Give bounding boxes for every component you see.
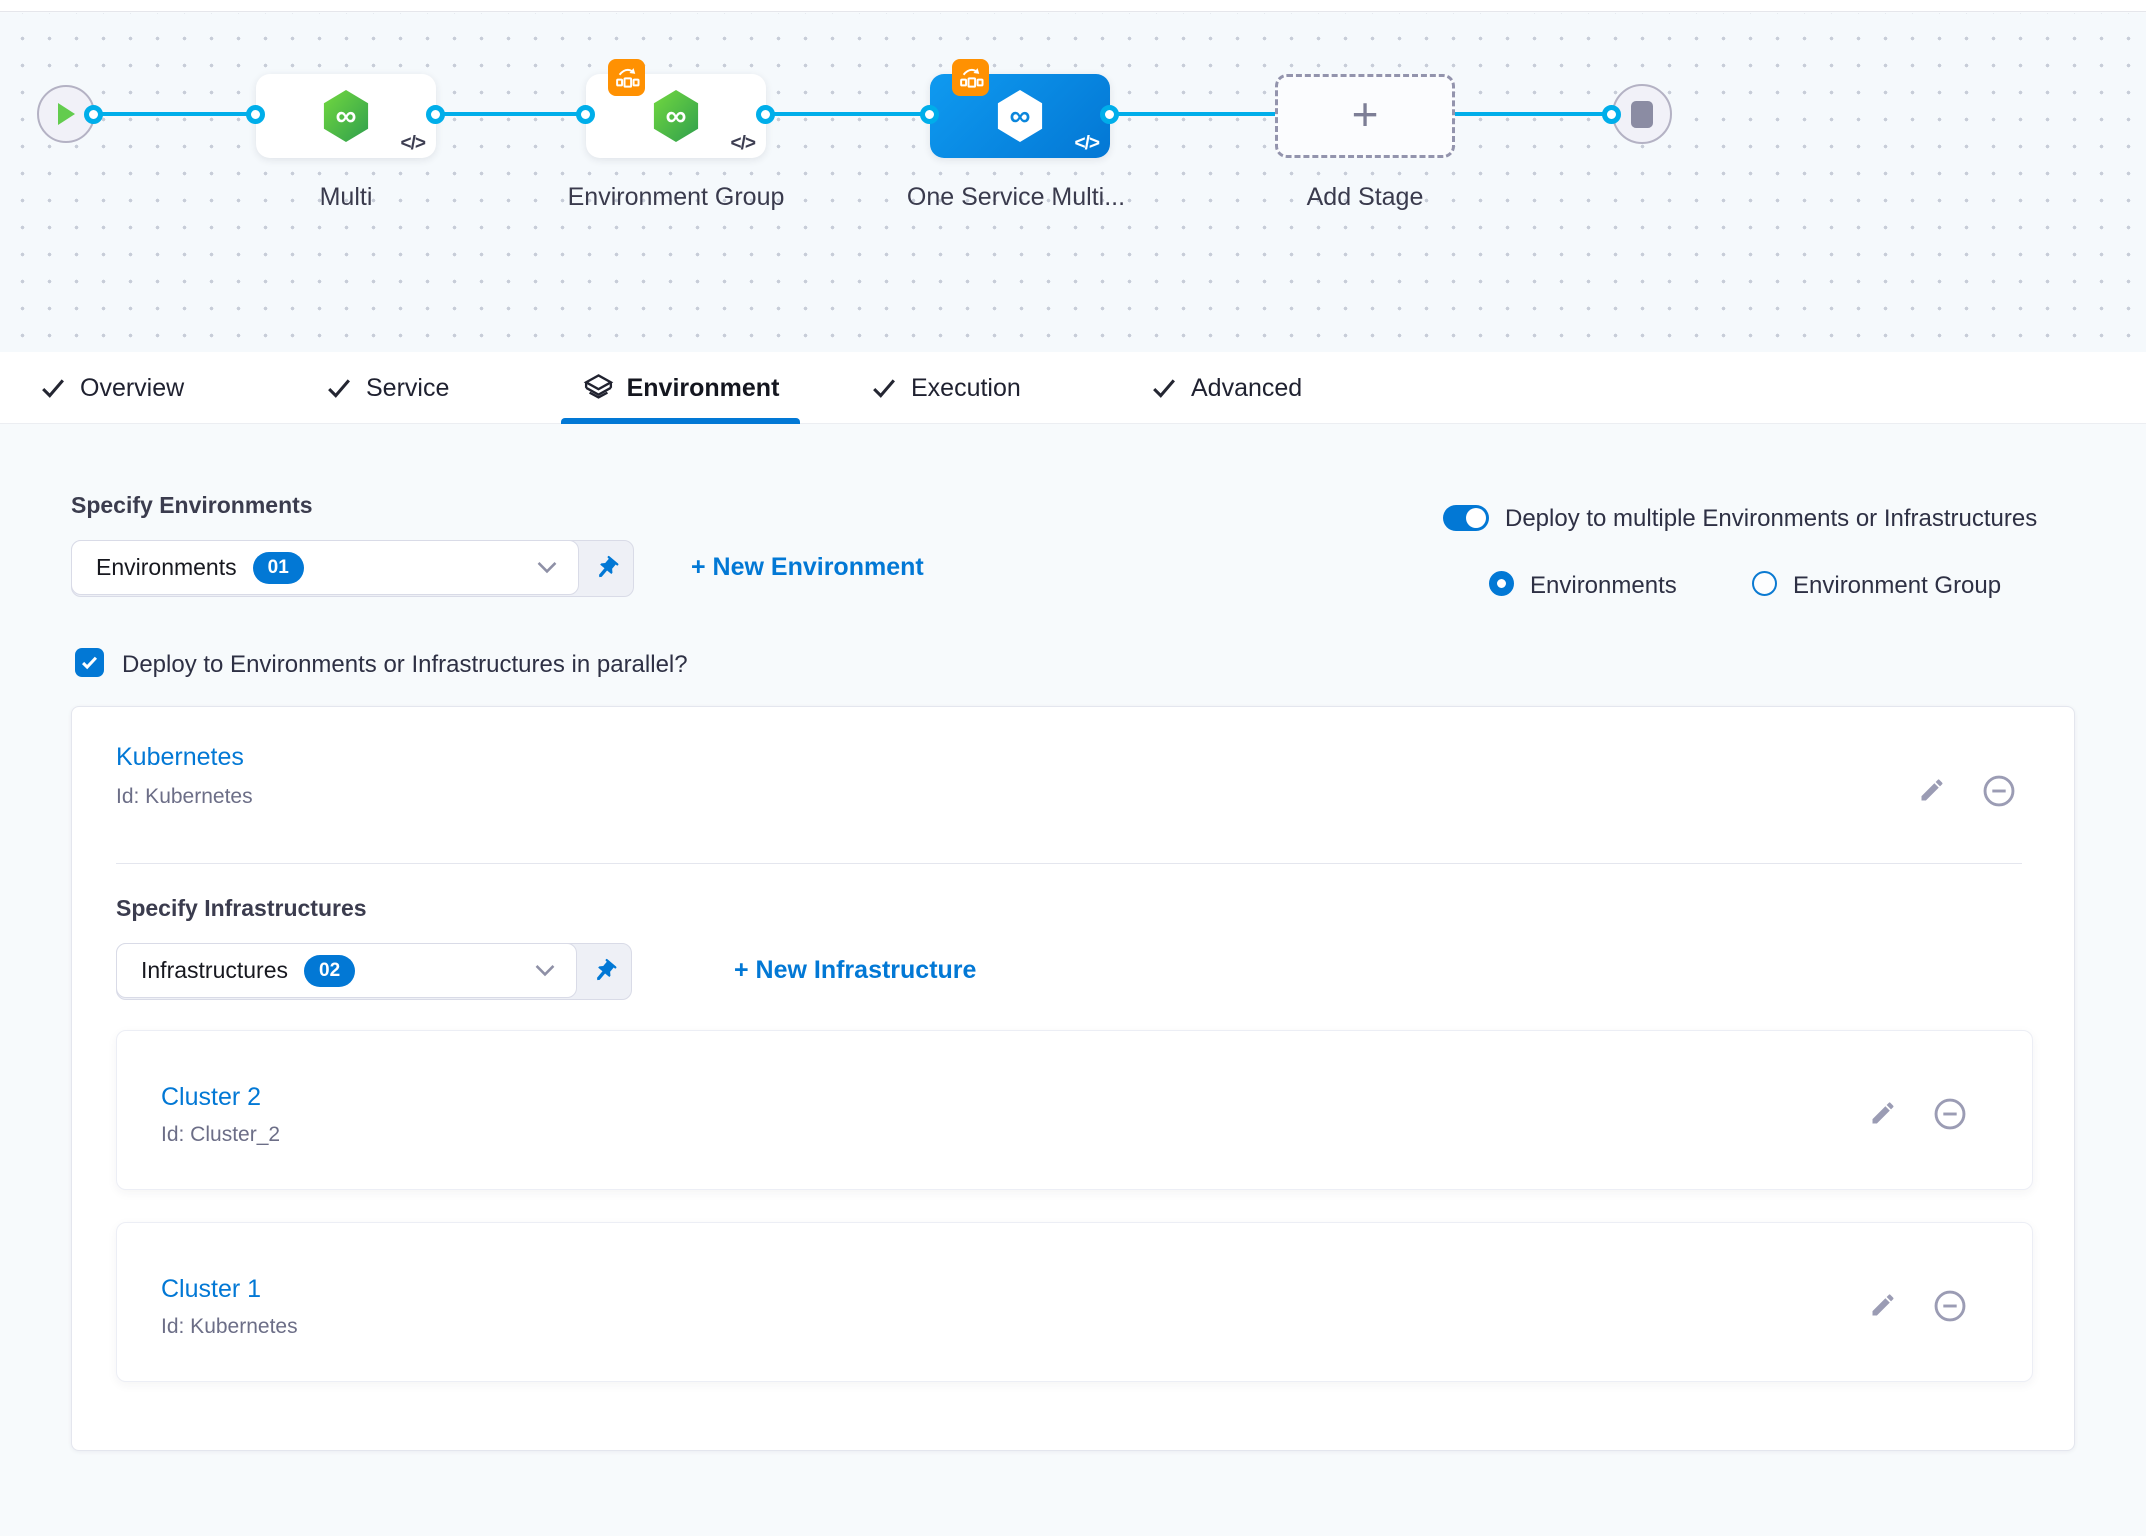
card-divider: [116, 863, 2022, 864]
deploy-parallel-checkbox-label: Deploy to Environments or Infrastructure…: [122, 651, 688, 678]
pipeline-end-node[interactable]: [1612, 84, 1672, 144]
pin-icon: [596, 959, 616, 981]
environment-layers-icon: [583, 373, 613, 399]
stage-label-add-stage: Add Stage: [1306, 183, 1424, 211]
infrastructure-id-text: Id: Kubernetes: [161, 1315, 298, 1338]
remove-environment-button[interactable]: [1982, 774, 2016, 808]
active-tab-indicator: [561, 418, 800, 424]
code-view-icon[interactable]: </>: [1074, 133, 1101, 154]
minus-circle-icon: [1934, 1098, 1966, 1130]
connector-port: [920, 105, 939, 124]
tab-execution[interactable]: Execution: [872, 352, 1021, 424]
stage-label-one-service-multi: One Service Multi...: [906, 183, 1126, 211]
check-icon: [873, 379, 895, 398]
stage-node-environment-group[interactable]: ∞ </>: [586, 59, 766, 158]
remove-infrastructure-button[interactable]: [1933, 1289, 1967, 1323]
code-view-icon[interactable]: </>: [730, 133, 757, 154]
minus-circle-icon: [1934, 1290, 1966, 1322]
play-icon: [58, 103, 75, 125]
connector-port: [426, 105, 445, 124]
stage-label-multi: Multi: [319, 183, 373, 211]
pencil-icon: [1872, 1294, 1894, 1316]
remove-infrastructure-button[interactable]: [1933, 1097, 1967, 1131]
svg-text:∞: ∞: [1010, 99, 1031, 132]
environment-card-kubernetes: Kubernetes Id: Kubernetes Specify Infras…: [71, 706, 2075, 1451]
chevron-down-icon: [537, 562, 557, 574]
radio-environments[interactable]: [1489, 571, 1514, 596]
connector-port: [1100, 105, 1119, 124]
toggle-knob: [1466, 508, 1486, 528]
svg-text:∞: ∞: [666, 99, 687, 132]
check-icon: [328, 379, 350, 398]
infrastructure-card-cluster-2: Cluster 2 Id: Cluster_2: [116, 1030, 2033, 1190]
stage-tabbar: Overview Service Environment Execution: [0, 352, 2146, 424]
infrastructures-count-badge: 02: [304, 954, 356, 987]
pin-icon: [598, 556, 618, 578]
check-icon: [42, 379, 64, 398]
svg-text:∞: ∞: [336, 99, 357, 132]
service-hexagon-icon: ∞: [653, 89, 699, 143]
pipeline-canvas[interactable]: ∞ </> ∞ </>: [0, 13, 2146, 352]
environments-dropdown-value[interactable]: Environments 01: [71, 540, 580, 595]
edit-infrastructure-button[interactable]: [1869, 1291, 1897, 1319]
checkmark-icon: [82, 656, 98, 669]
new-environment-link[interactable]: + New Environment: [691, 553, 924, 581]
specify-environments-heading: Specify Environments: [71, 492, 313, 518]
stop-icon: [1631, 100, 1653, 128]
check-icon: [1153, 379, 1175, 398]
rolling-deployment-badge-icon: [608, 59, 645, 96]
add-stage-button[interactable]: +: [1275, 74, 1455, 158]
tab-overview[interactable]: Overview: [41, 352, 184, 424]
radio-environments-label: Environments: [1530, 572, 1677, 599]
connector-port: [576, 105, 595, 124]
infrastructure-card-cluster-1: Cluster 1 Id: Kubernetes: [116, 1222, 2033, 1382]
minus-circle-icon: [1983, 775, 2015, 807]
stage-node-multi[interactable]: ∞ </>: [256, 74, 436, 158]
chevron-down-icon: [535, 965, 555, 977]
radio-environment-group-label: Environment Group: [1793, 572, 2002, 599]
environments-count-badge: 01: [252, 551, 304, 584]
pin-environments-button[interactable]: [579, 541, 633, 596]
tab-service[interactable]: Service: [327, 352, 449, 424]
service-hexagon-icon: ∞: [997, 89, 1043, 143]
stage-label-environment-group: Environment Group: [567, 183, 785, 211]
infrastructures-dropdown[interactable]: Infrastructures 02: [116, 943, 632, 1000]
connector-port: [1602, 105, 1621, 124]
infrastructure-id-text: Id: Cluster_2: [161, 1123, 281, 1146]
service-hexagon-icon: ∞: [323, 89, 369, 143]
deploy-parallel-checkbox[interactable]: [75, 648, 104, 677]
pencil-icon: [1921, 779, 1943, 801]
specify-infrastructures-heading: Specify Infrastructures: [116, 895, 367, 921]
code-view-icon[interactable]: </>: [400, 133, 427, 154]
pin-infrastructures-button[interactable]: [577, 944, 631, 999]
tab-advanced[interactable]: Advanced: [1152, 352, 1302, 424]
new-infrastructure-link[interactable]: + New Infrastructure: [734, 956, 977, 984]
edit-environment-button[interactable]: [1918, 776, 1946, 804]
top-strip: [0, 0, 2146, 12]
tab-environment[interactable]: Environment: [561, 352, 800, 424]
plus-icon: +: [1351, 88, 1379, 140]
connector-port: [84, 105, 103, 124]
pencil-icon: [1872, 1102, 1894, 1124]
rolling-deployment-badge-icon: [952, 59, 989, 96]
stage-node-one-service-multi[interactable]: ∞ </>: [930, 59, 1110, 158]
environment-id-text: Id: Kubernetes: [116, 785, 253, 808]
environment-tab-content: Specify Environments Environments 01 + N…: [0, 425, 2146, 1536]
connector-port: [756, 105, 775, 124]
infrastructure-title-link[interactable]: Cluster 2: [161, 1083, 262, 1111]
environments-dropdown[interactable]: Environments 01: [71, 540, 634, 597]
edit-infrastructure-button[interactable]: [1869, 1099, 1897, 1127]
connector-port: [246, 105, 265, 124]
radio-environment-group[interactable]: [1752, 571, 1777, 596]
infrastructure-title-link[interactable]: Cluster 1: [161, 1275, 262, 1303]
infrastructures-dropdown-value[interactable]: Infrastructures 02: [116, 943, 578, 998]
deploy-multiple-toggle-label: Deploy to multiple Environments or Infra…: [1505, 505, 2038, 532]
deploy-multiple-toggle[interactable]: [1443, 505, 1489, 531]
environment-title-link[interactable]: Kubernetes: [116, 743, 244, 771]
